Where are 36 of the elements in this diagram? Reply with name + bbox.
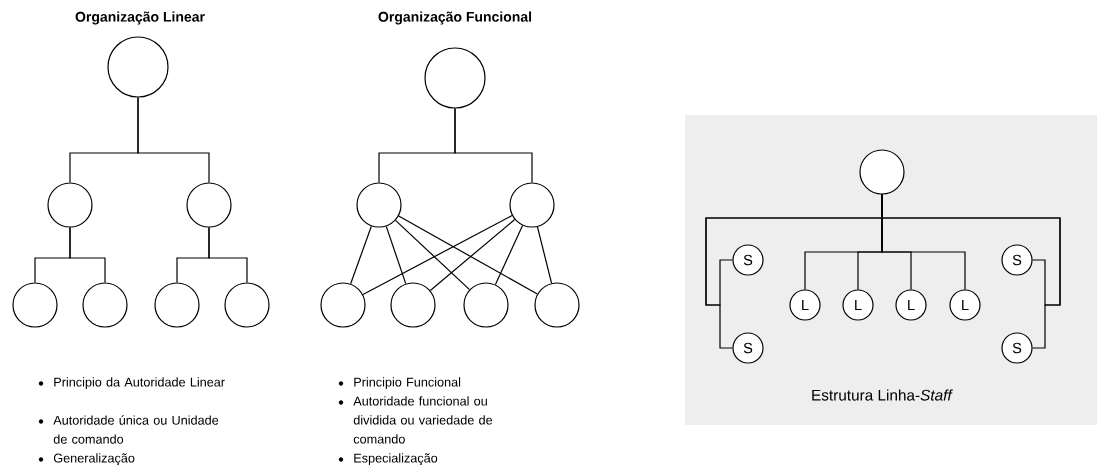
list-item: Autoridade funcional ou dividida ou variedade de comando <box>353 396 493 444</box>
circle-node <box>47 182 93 228</box>
connector-line <box>429 218 516 292</box>
connector-line <box>398 215 538 295</box>
caption: Estrutura Linha-Staff <box>812 389 953 401</box>
connector-line <box>69 227 106 283</box>
list-item: Autoridade única ou Unidade de comando <box>53 415 219 444</box>
connector-line <box>350 225 372 285</box>
circle-node <box>82 282 128 328</box>
circle-node <box>356 182 402 228</box>
circle-node <box>186 182 232 228</box>
connector-line <box>208 227 248 283</box>
circle-node <box>509 182 555 228</box>
connector-line <box>454 108 533 183</box>
circle-node <box>154 282 200 328</box>
heading: Organização Funcional <box>378 11 532 25</box>
circle-node <box>320 282 366 328</box>
connector-line <box>394 219 471 291</box>
connector-line <box>385 225 407 285</box>
circle-node <box>224 282 270 328</box>
circle-node <box>107 36 169 98</box>
connector-line <box>494 224 524 286</box>
list-item: Generalização <box>53 453 135 465</box>
circle-node <box>534 282 580 328</box>
circle-node <box>463 282 509 328</box>
connector-line <box>536 226 553 284</box>
connector-line <box>137 97 210 183</box>
circle-node <box>12 282 58 328</box>
connector-line <box>881 194 1061 349</box>
connector-line <box>362 214 513 296</box>
list-item: Especialização <box>354 453 438 465</box>
circle-node <box>390 282 436 328</box>
list-item: Principio Funcional <box>354 377 461 390</box>
circle-node <box>859 149 905 195</box>
circle-node <box>424 47 486 109</box>
list-item: Principio da Autoridade Linear <box>54 377 225 390</box>
